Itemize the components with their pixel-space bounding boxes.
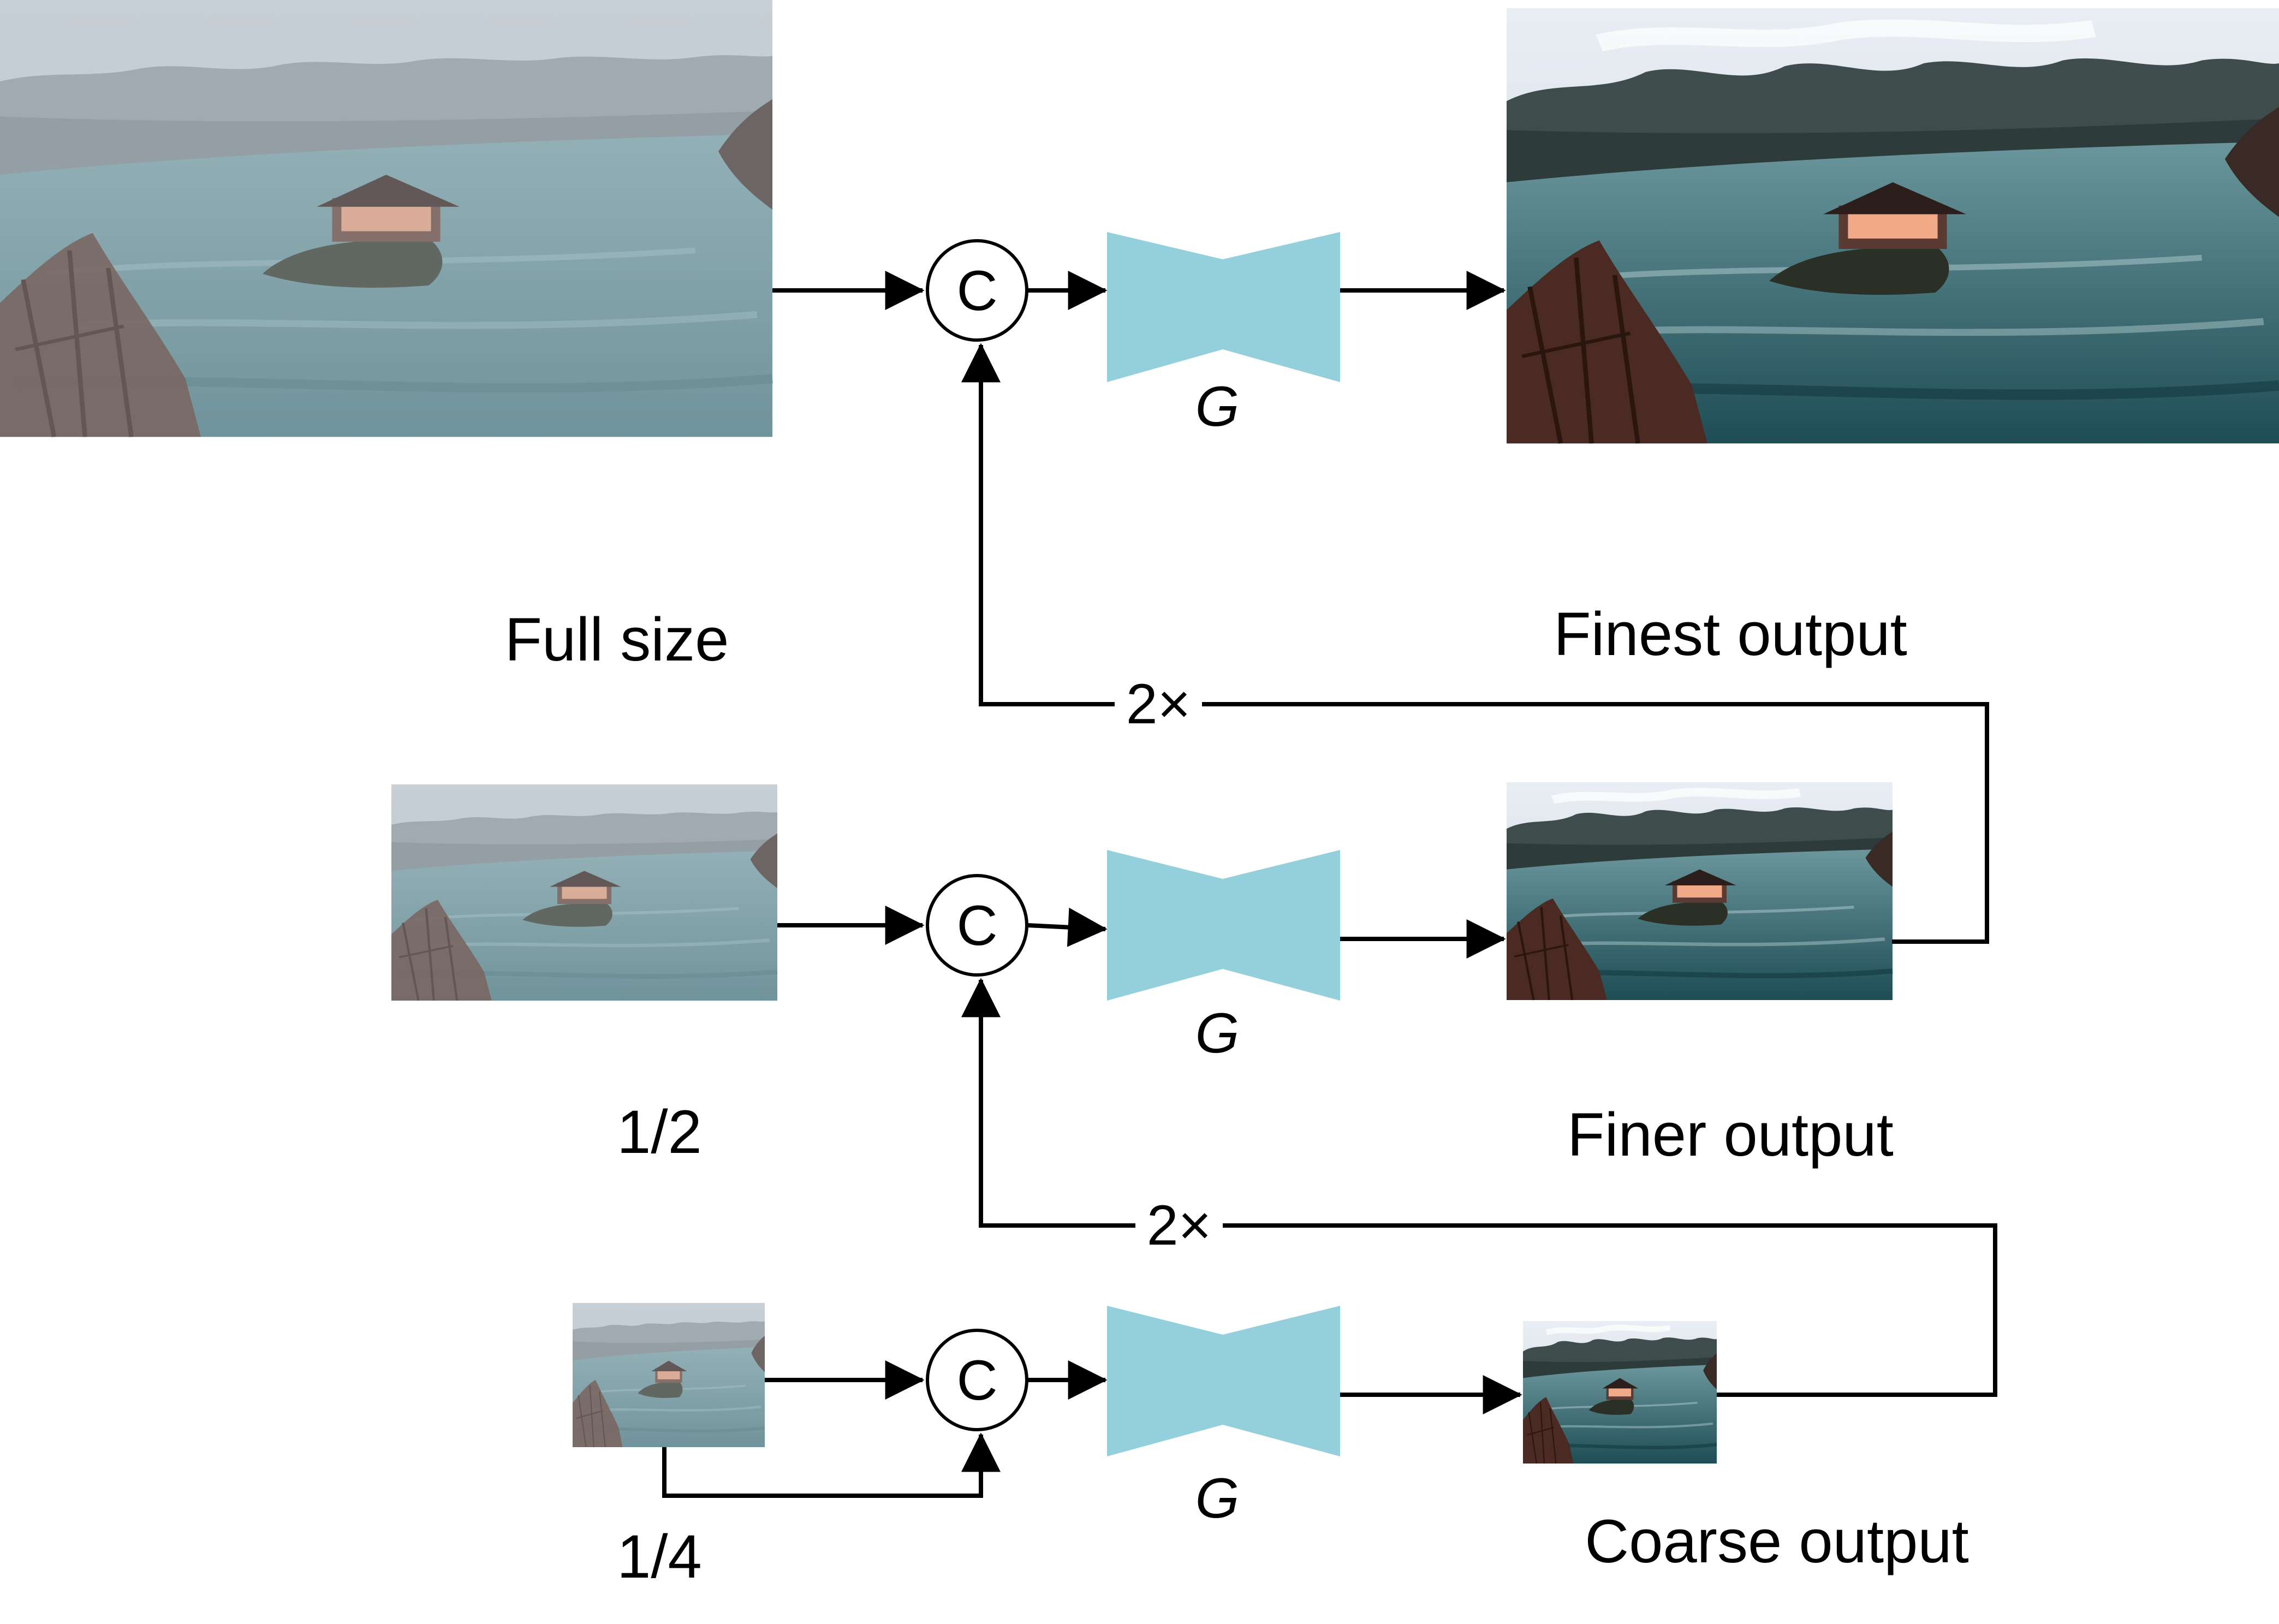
- input-photo-half: [391, 784, 777, 1001]
- concat-node-2: [926, 874, 1028, 977]
- input-photo-quarter: [573, 1303, 765, 1447]
- generator-shape-3: [1107, 1306, 1340, 1456]
- arrow-coarse-upsample-to-concat-2: [961, 978, 1997, 1397]
- output-photo-coarse: [1523, 1321, 1717, 1464]
- concat-node-1: [926, 239, 1028, 342]
- caption-full-size: Full size: [505, 605, 729, 674]
- concat-node-3: [926, 1329, 1028, 1431]
- caption-finer-output: Finer output: [1567, 1100, 1894, 1169]
- arrow-quarter-skip-to-concat: [662, 1432, 1001, 1498]
- concat-symbol-3: C: [956, 1349, 997, 1412]
- input-photo-full-size: [0, 0, 772, 437]
- node-layer: C C C G G G: [926, 232, 1340, 1530]
- arrow-concat-to-generator-2: [1027, 907, 1108, 947]
- caption-layer: Full size 1/2 1/4 Finest output Finer ou…: [505, 600, 1969, 1591]
- upsample-label-1: 2×: [1126, 673, 1191, 736]
- output-photo-finer: [1507, 782, 1893, 1000]
- generator-shape-1: [1107, 232, 1340, 382]
- connector-layer: [662, 271, 1997, 1498]
- caption-quarter: 1/4: [617, 1522, 702, 1591]
- caption-coarse-output: Coarse output: [1585, 1507, 1969, 1575]
- generator-label-1: G: [1195, 375, 1240, 438]
- concat-symbol-1: C: [956, 259, 997, 323]
- upsample-label-2: 2×: [1147, 1194, 1212, 1257]
- output-photo-finest: [1507, 8, 2279, 443]
- concat-symbol-2: C: [956, 894, 997, 957]
- generator-label-2: G: [1195, 1002, 1240, 1065]
- arrow-finer-upsample-to-concat-1: [961, 343, 1989, 944]
- upsample-label-layer: 2× 2×: [1115, 673, 1223, 1257]
- generator-label-3: G: [1195, 1467, 1240, 1530]
- generator-shape-2: [1107, 850, 1340, 1001]
- caption-finest-output: Finest output: [1554, 600, 1907, 668]
- caption-half: 1/2: [617, 1098, 702, 1166]
